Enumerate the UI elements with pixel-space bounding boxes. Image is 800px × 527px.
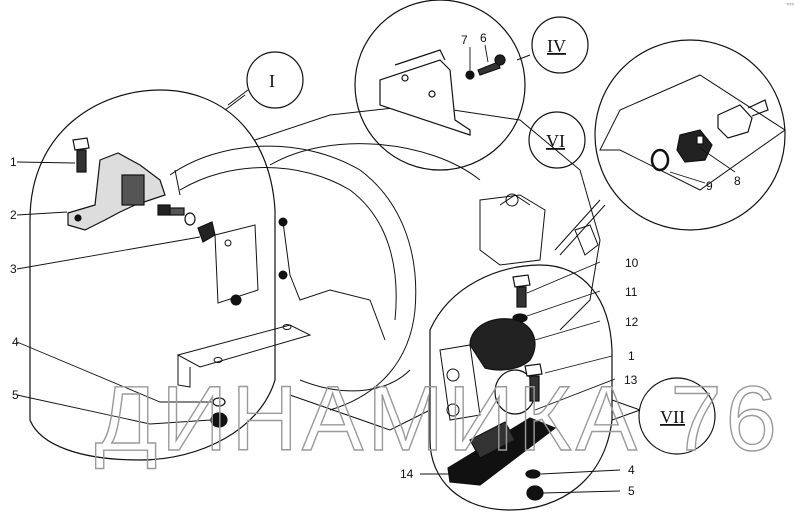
detail-VII-outline: [429, 264, 613, 511]
bolt-1b-part: [524, 363, 543, 402]
part-number-label: 9: [706, 179, 713, 193]
fastener-set-part: [157, 204, 216, 243]
block-part: [379, 49, 471, 136]
part-number-label: 5: [628, 484, 635, 498]
part-number-label: 3: [10, 262, 17, 276]
part-number-label: 1: [10, 155, 17, 169]
plug-8-part: [676, 129, 713, 163]
detail-I-outline: [29, 89, 276, 461]
part-number-label: 6: [480, 31, 487, 45]
part-number-label: 12: [625, 315, 639, 329]
part-number-label: 14: [400, 467, 414, 481]
washer-4b-part: [525, 469, 541, 479]
detail-VI-outline: [594, 39, 786, 231]
part-number-label: 7: [461, 33, 468, 47]
bearing-cap-2-part: [67, 152, 166, 231]
callout-VI-label: VI: [546, 131, 565, 151]
screw-6-part: [477, 54, 506, 76]
callout-VII-label: VII: [660, 407, 685, 427]
bearing-cap-12-part: [469, 318, 536, 415]
union-fitting-part: [717, 99, 769, 139]
bolt-10-part: [512, 274, 531, 308]
detail-IV-outline: [354, 0, 526, 171]
callout-VII-bubble: [638, 377, 716, 455]
part-number-label: 1: [628, 349, 635, 363]
part-number-label: 13: [624, 373, 638, 387]
part-number-label: 10: [625, 256, 639, 270]
callout-IV-bubble: [531, 16, 589, 74]
gearbox-housing: [169, 104, 601, 431]
watermark-text: ДИНАМИКА 76: [95, 368, 781, 470]
callout-I-bubble: [246, 51, 304, 109]
nut-5b-part: [526, 485, 544, 501]
part-number-label: 4: [12, 335, 19, 349]
callout-IV-label: IV: [547, 36, 566, 56]
washer-7-part: [465, 70, 475, 80]
part-number-label: 5: [12, 388, 19, 402]
part-number-label: 8: [734, 174, 741, 188]
part-number-label: 11: [625, 285, 638, 299]
callout-I-label: I: [269, 71, 275, 91]
corner-mark: ⁻ᵐᵐ: [783, 3, 794, 9]
part-number-label: 4: [628, 463, 635, 477]
bolt-1-part: [72, 137, 90, 173]
part-number-label: 2: [10, 208, 17, 222]
support-plate-14-part: [447, 417, 557, 486]
callout-VI-bubble: [528, 111, 586, 169]
seal-ring-9-part: [650, 148, 670, 172]
